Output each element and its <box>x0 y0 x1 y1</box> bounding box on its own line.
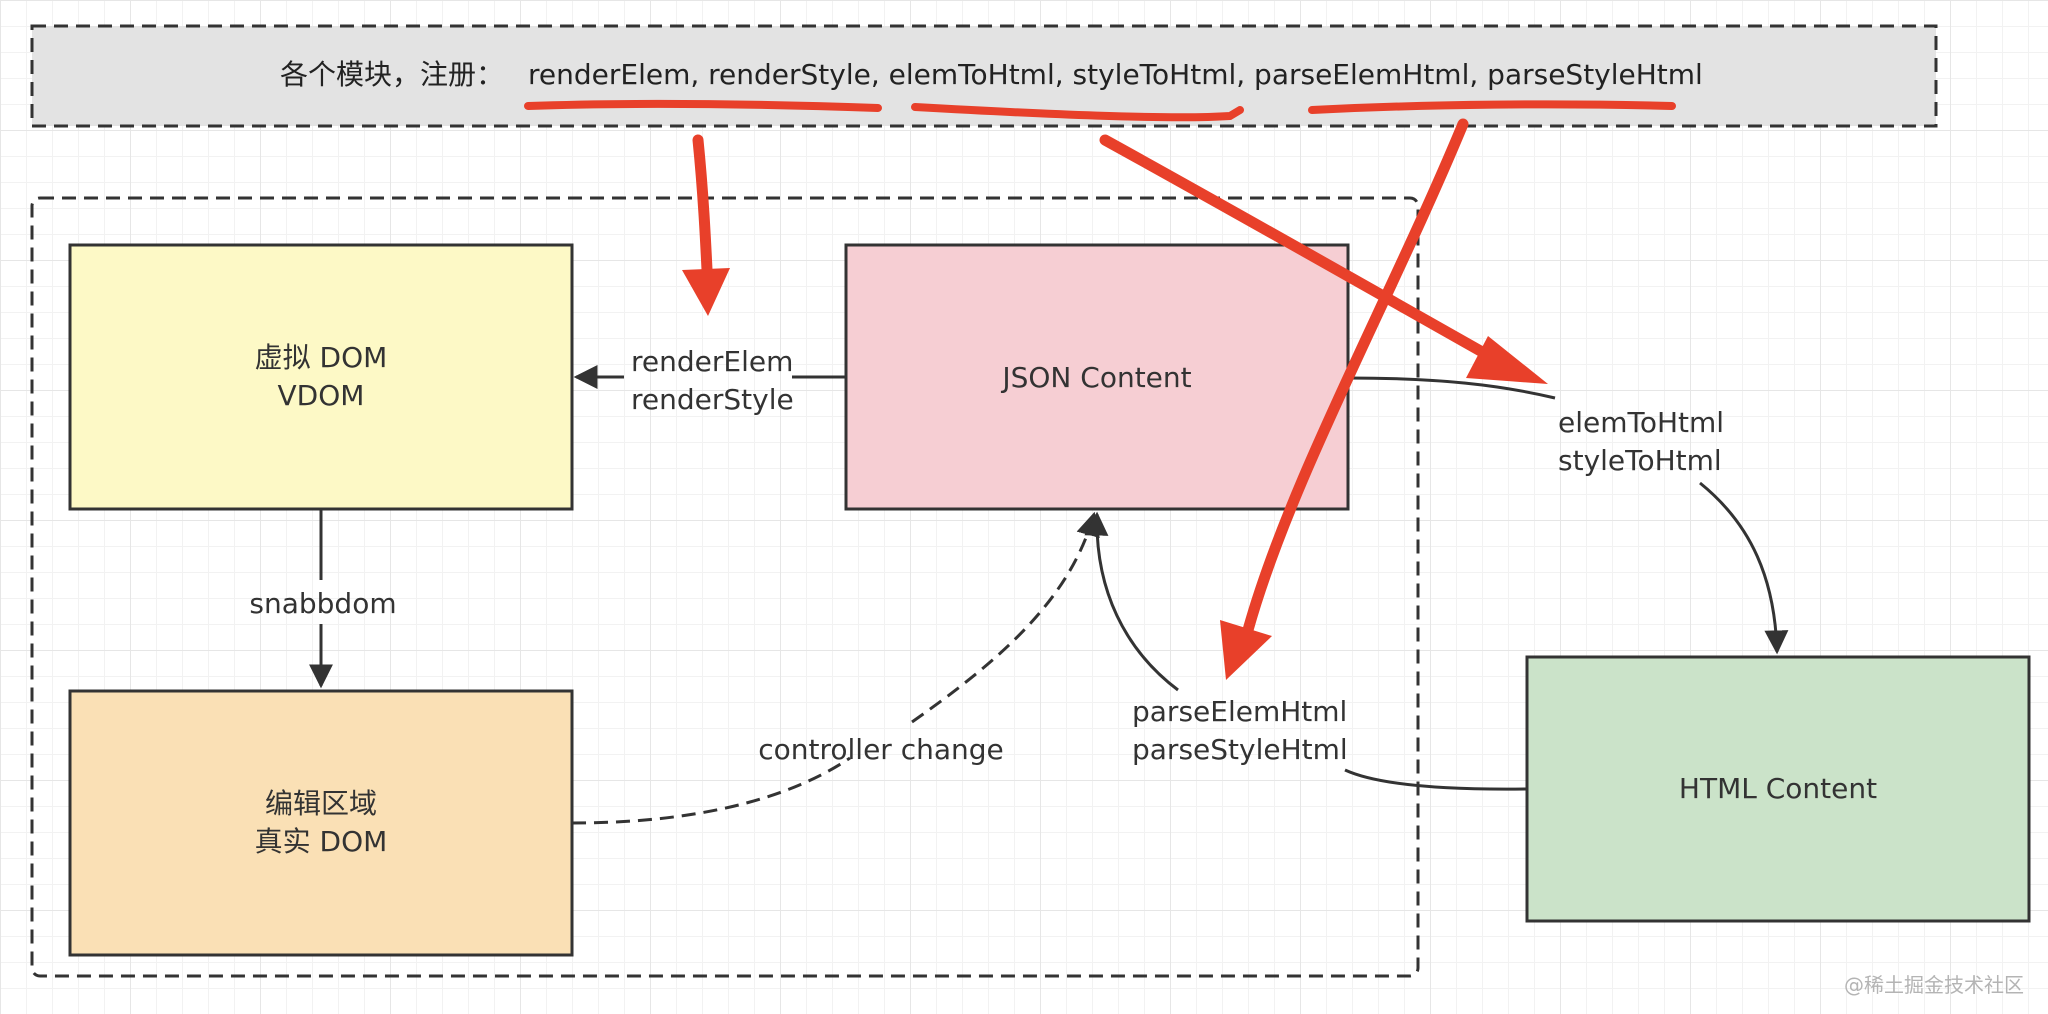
json-content-label: JSON Content <box>1000 361 1191 394</box>
html-content-label: HTML Content <box>1679 772 1877 805</box>
vdom-label-line2: VDOM <box>278 379 365 412</box>
annotation-arrowhead-render <box>682 268 730 316</box>
annotation-arrowhead-tohtml <box>1466 336 1548 384</box>
editor-label-line1: 编辑区域 <box>265 787 377 820</box>
controller-edge-upper <box>911 511 1100 724</box>
parse-edge-label-line2: parseStyleHtml <box>1132 733 1348 766</box>
tohtml-edge-label-line1: elemToHtml <box>1558 406 1724 439</box>
json-content-node <box>844 243 1350 511</box>
tohtml-edge-label-line2: styleToHtml <box>1558 444 1722 477</box>
annotation-arrow-render <box>692 134 714 296</box>
tohtml-edge-bottom <box>1699 481 1789 655</box>
vdom-label-line1: 虚拟 DOM <box>255 341 388 374</box>
banner-prefix: 各个模块，注册： <box>280 58 504 91</box>
render-edge-label-line2: renderStyle <box>631 383 794 416</box>
annotation-underline-render <box>524 99 882 112</box>
annotation-arrowhead-parse <box>1220 620 1272 680</box>
annotation-arrow-tohtml <box>1099 134 1506 368</box>
watermark: @稀土掘金技术社区 <box>1844 973 2024 997</box>
controller-edge-lower <box>571 756 851 825</box>
editor-container <box>30 196 1420 978</box>
editor-label-line2: 真实 DOM <box>255 825 388 858</box>
vdom-node <box>68 243 574 511</box>
editor-node <box>68 689 574 957</box>
annotation-underline-parse <box>1308 100 1676 114</box>
controller-edge-label: controller change <box>758 733 1004 766</box>
tohtml-edge-top <box>1347 376 1556 400</box>
parse-edge-bottom <box>1344 768 1528 791</box>
parse-edge-label-line1: parseElemHtml <box>1132 695 1347 728</box>
annotation-underline-tohtml <box>911 103 1244 122</box>
render-edge-label-line1: renderElem <box>631 345 793 378</box>
banner-api-list: renderElem, renderStyle, elemToHtml, sty… <box>528 58 1703 91</box>
annotation-arrow-parse <box>1242 118 1469 636</box>
parse-edge-top <box>1084 511 1179 692</box>
snabbdom-edge-label: snabbdom <box>249 587 396 620</box>
